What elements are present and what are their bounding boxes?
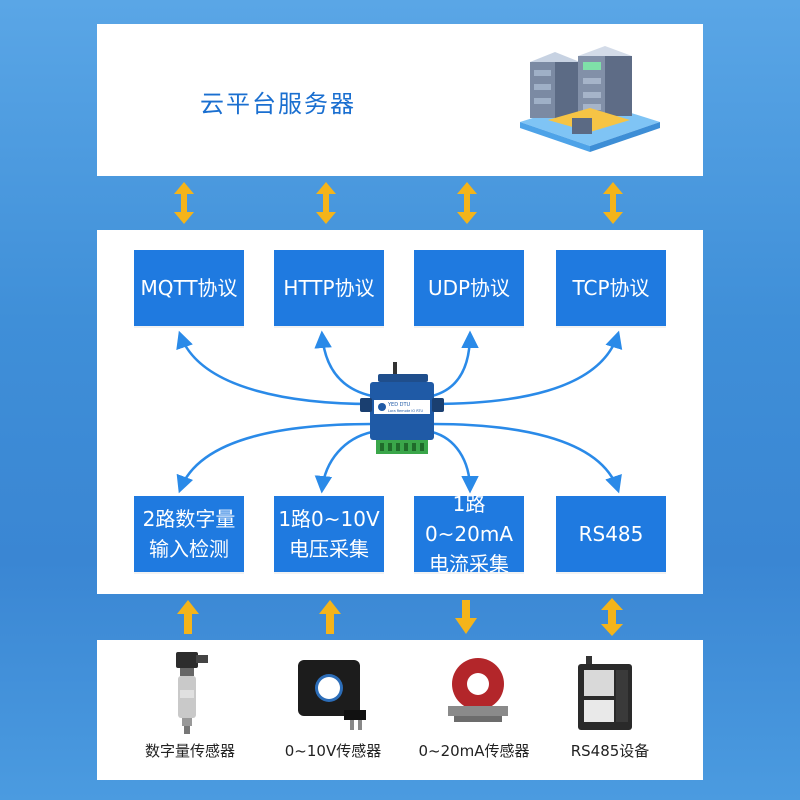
double-arrow-icon (601, 598, 623, 636)
function-box-rs485: RS485 (556, 496, 666, 572)
protocol-box-mqtt: MQTT协议 (134, 250, 244, 326)
double-arrow-icon (174, 182, 194, 224)
up-arrow-icon (319, 600, 341, 634)
sensor-label-voltage: 0~10V传感器 (284, 742, 382, 760)
protocol-box-udp: UDP协议 (414, 250, 524, 326)
double-arrow-icon (603, 182, 623, 224)
up-arrow-icon (177, 600, 199, 634)
arrows-bottom (177, 598, 623, 636)
cloud-server-title: 云平台服务器 (200, 90, 356, 118)
function-box-digital: 2路数字量 输入检测 (134, 496, 244, 572)
protocol-box-tcp: TCP协议 (556, 250, 666, 326)
function-box-current: 1路0~20mA 电流采集 (414, 492, 524, 576)
sensor-label-digital: 数字量传感器 (144, 742, 236, 760)
double-arrows-top (174, 182, 623, 224)
down-arrow-icon (455, 600, 477, 634)
cloud-panel (97, 24, 703, 176)
sensor-label-rs485: RS485设备 (570, 742, 650, 760)
double-arrow-icon (457, 182, 477, 224)
sensor-label-current: 0~20mA传感器 (418, 742, 530, 760)
protocol-box-http: HTTP协议 (274, 250, 384, 326)
function-box-voltage: 1路0~10V 电压采集 (274, 496, 384, 572)
double-arrow-icon (316, 182, 336, 224)
